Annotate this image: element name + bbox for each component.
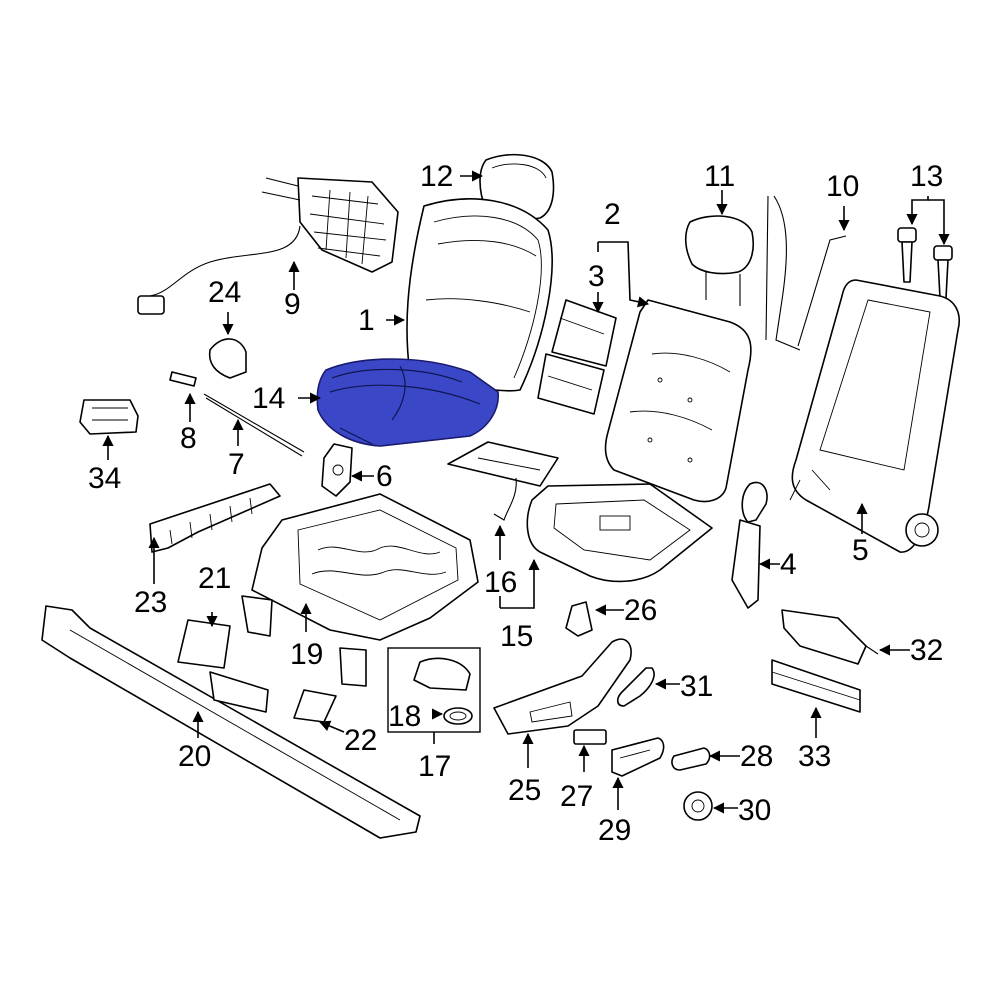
part-17-kit-box[interactable] bbox=[387, 647, 481, 733]
part-7-rod[interactable] bbox=[203, 393, 305, 457]
part-18-ring[interactable] bbox=[443, 707, 473, 725]
part-13-guides[interactable] bbox=[897, 227, 953, 299]
callout-18: 18 bbox=[388, 700, 421, 733]
callout-32: 32 bbox=[910, 634, 943, 667]
callout-9: 9 bbox=[284, 288, 301, 321]
callout-22: 22 bbox=[344, 724, 377, 757]
callout-20: 20 bbox=[178, 740, 211, 773]
part-4-bracket[interactable] bbox=[731, 481, 768, 609]
part-11-headrest[interactable] bbox=[684, 215, 754, 306]
part-20-rail[interactable] bbox=[41, 605, 421, 839]
part-9-lumbar-panel[interactable] bbox=[137, 177, 399, 315]
callout-33: 33 bbox=[798, 740, 831, 773]
part-5-back-frame[interactable] bbox=[789, 279, 960, 553]
part-21-end-cap[interactable] bbox=[177, 619, 231, 669]
part-6-motor[interactable] bbox=[321, 443, 353, 497]
callout-labels: 1 2 3 4 5 6 7 8 9 10 11 12 13 14 15 16 1… bbox=[88, 160, 943, 847]
callout-28: 28 bbox=[740, 740, 773, 773]
callout-21: 21 bbox=[198, 562, 231, 595]
callout-7: 7 bbox=[228, 448, 245, 481]
callout-8: 8 bbox=[180, 422, 197, 455]
part-16-heater-mat[interactable] bbox=[447, 441, 559, 521]
callout-15: 15 bbox=[500, 620, 533, 653]
callout-30: 30 bbox=[738, 794, 771, 827]
part-15-cushion-pan[interactable] bbox=[526, 483, 713, 583]
part-31-handle[interactable] bbox=[616, 667, 655, 707]
callout-14: 14 bbox=[252, 382, 285, 415]
callout-1: 1 bbox=[358, 304, 375, 337]
callout-13: 13 bbox=[910, 160, 943, 193]
part-32-actuator[interactable] bbox=[781, 609, 879, 665]
part-24-clip[interactable] bbox=[208, 338, 247, 379]
part-28-knob[interactable] bbox=[671, 747, 711, 771]
callout-2: 2 bbox=[604, 198, 621, 231]
callout-12: 12 bbox=[420, 160, 453, 193]
part-14-seat-cushion[interactable] bbox=[316, 358, 499, 447]
part-1-seat-back[interactable] bbox=[406, 198, 553, 392]
callout-3: 3 bbox=[588, 260, 605, 293]
part-22-bracket[interactable] bbox=[293, 689, 337, 723]
callout-31: 31 bbox=[680, 670, 713, 703]
callout-11: 11 bbox=[704, 160, 735, 193]
callout-19: 19 bbox=[290, 638, 323, 671]
callout-6: 6 bbox=[376, 460, 393, 493]
part-19-cushion-frame[interactable] bbox=[241, 493, 479, 687]
part-10-wire[interactable] bbox=[765, 195, 847, 351]
part-34-connector[interactable] bbox=[79, 399, 139, 435]
part-29-switch-bezel[interactable] bbox=[611, 737, 665, 777]
callout-26: 26 bbox=[624, 594, 657, 627]
part-33-module[interactable] bbox=[771, 659, 861, 713]
callout-17: 17 bbox=[418, 750, 451, 783]
callout-24: 24 bbox=[208, 276, 241, 309]
callout-10: 10 bbox=[826, 170, 859, 203]
part-3-pads[interactable] bbox=[537, 299, 617, 415]
callout-34: 34 bbox=[88, 462, 121, 495]
callout-29: 29 bbox=[598, 814, 631, 847]
part-25-side-shield[interactable] bbox=[493, 638, 632, 735]
leader-lines bbox=[102, 170, 950, 814]
part-8-rod[interactable] bbox=[169, 371, 197, 387]
part-23-track-cover[interactable] bbox=[149, 483, 281, 553]
part-2-back-panel[interactable] bbox=[604, 299, 752, 503]
part-30-knob[interactable] bbox=[683, 791, 713, 821]
callout-23: 23 bbox=[134, 586, 167, 619]
callout-5: 5 bbox=[852, 534, 869, 567]
part-27-switch[interactable] bbox=[573, 729, 607, 745]
callout-4: 4 bbox=[780, 548, 797, 581]
callout-27: 27 bbox=[560, 780, 593, 813]
callout-16: 16 bbox=[484, 566, 517, 599]
callout-25: 25 bbox=[508, 774, 541, 807]
part-26-cover[interactable] bbox=[565, 601, 593, 637]
